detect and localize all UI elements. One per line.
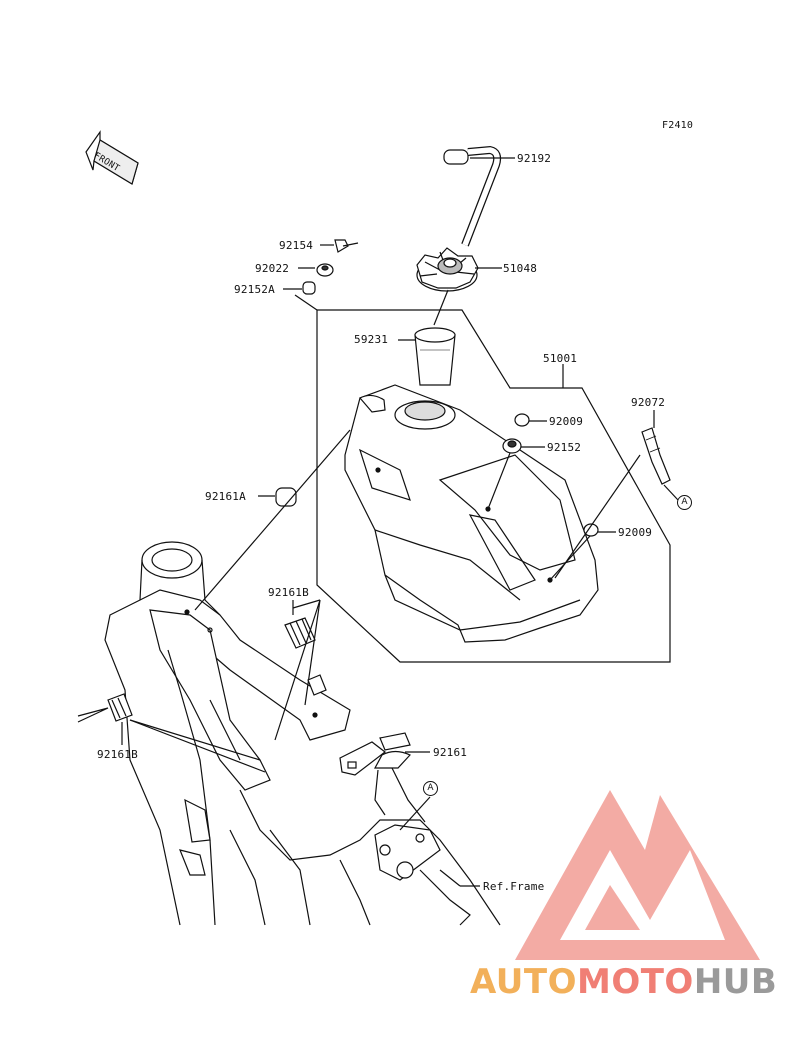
watermark-moto: MOTO [576,962,694,1002]
part-label-51001: 51001 [543,352,578,365]
collar-92022 [316,263,334,277]
figure-code: F2410 [662,120,694,131]
grommet-92152A [302,281,316,295]
watermark-logo-icon [515,790,760,960]
fuel-cap [416,247,479,292]
part-label-92161A: 92161A [205,490,246,503]
grommet-92009-upper [514,413,530,427]
tank-band-92072 [641,427,671,485]
damper-92161 [339,732,411,776]
frame [104,541,501,926]
bolt-92154 [334,239,359,253]
part-label-92154: 92154 [279,239,314,252]
front-arrow-icon [85,130,139,185]
ref-frame-label: Ref.Frame [483,880,545,893]
damper-92161A [275,487,297,507]
part-label-92072: 92072 [631,396,666,409]
filler-neck [414,327,456,386]
part-label-92009-lower: 92009 [618,526,653,539]
part-label-51048: 51048 [503,262,538,275]
callout-a-band: A [677,495,692,510]
part-label-92161B-left: 92161B [97,748,138,761]
breather-hose [443,145,502,247]
damper-92161B-top [284,617,316,649]
grommet-92009-lower [583,523,599,537]
part-label-92152A: 92152A [234,283,275,296]
damper-92161B-frame [307,674,327,696]
fuel-tank [344,384,599,643]
part-label-92192: 92192 [517,152,552,165]
damper-92161B-left [107,693,133,722]
watermark-hub: HUB [693,962,778,1002]
part-label-92009-upper: 92009 [549,415,584,428]
part-label-92152: 92152 [547,441,582,454]
part-label-92161B-top: 92161B [268,586,309,599]
grommet-92152 [502,438,522,454]
callout-a-frame: A [423,781,438,796]
part-label-92022: 92022 [255,262,290,275]
watermark-text: AUTOMOTOHUB [470,962,777,1002]
watermark-auto: AUTO [470,962,577,1002]
part-label-92161: 92161 [433,746,468,759]
part-label-59231: 59231 [354,333,389,346]
